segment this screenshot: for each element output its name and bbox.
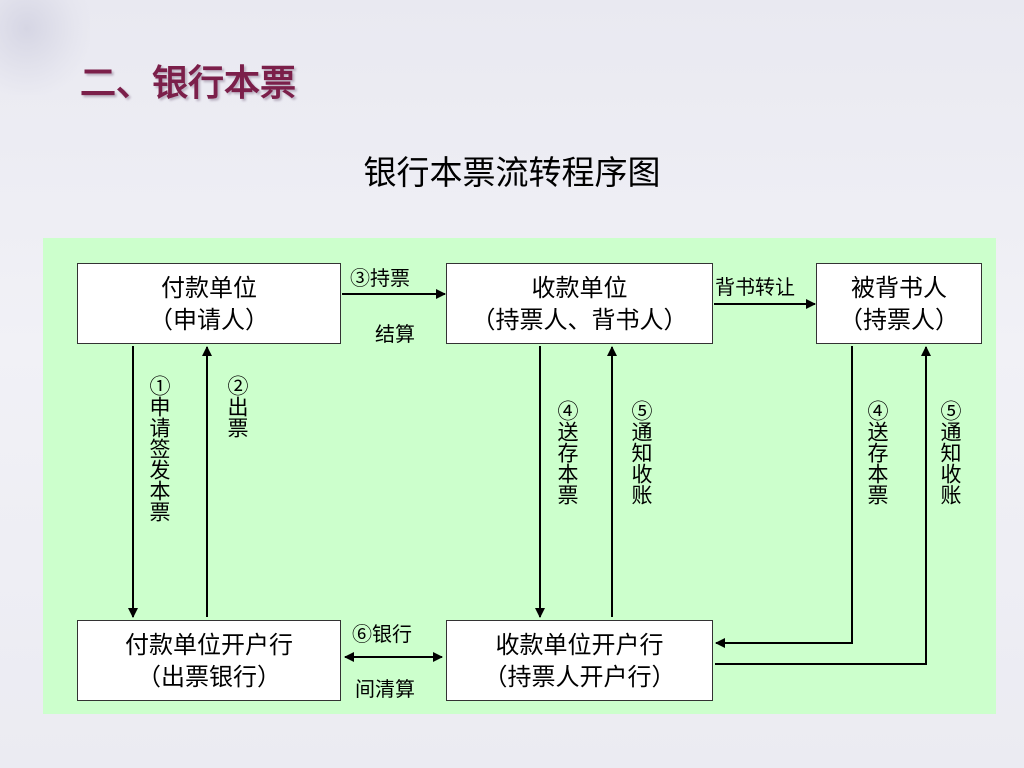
calculator-decoration (0, 0, 90, 95)
arrow-deposit-2 (715, 346, 853, 648)
node-endorsee-name: 被背书人 (851, 273, 947, 302)
node-payer-name: 付款单位 (161, 273, 257, 302)
node-payee-bank: 收款单位开户行 （持票人开户行） (446, 620, 713, 701)
diagram-title: 银行本票流转程序图 (363, 153, 661, 192)
label-issue: ②出票 (225, 375, 249, 438)
node-endorsee: 被背书人 （持票人） (816, 263, 982, 344)
node-payee-bank-name: 收款单位开户行 (495, 630, 664, 659)
node-payee-role: （持票人、背书人） (471, 305, 688, 334)
node-payer-bank-role: （出票银行） (137, 662, 281, 691)
label-apply: ①申请签发本票 (147, 375, 171, 522)
label-clearing-2: 间清算 (355, 677, 415, 701)
label-notify-1: ⑤通知收账 (629, 400, 653, 505)
label-clearing-1: ⑥银行 (352, 622, 412, 646)
label-hold-ticket: ③持票 (350, 266, 410, 290)
node-endorsee-role: （持票人） (839, 305, 959, 334)
node-payee: 收款单位 （持票人、背书人） (446, 263, 713, 344)
label-deposit-2: ④送存本票 (865, 400, 889, 505)
label-endorse: 背书转让 (715, 275, 795, 299)
label-settle: 结算 (375, 322, 415, 346)
label-notify-2: ⑤通知收账 (938, 400, 962, 505)
node-payer: 付款单位 （申请人） (77, 263, 341, 344)
node-payer-bank: 付款单位开户行 （出票银行） (77, 620, 341, 701)
label-deposit-1: ④送存本票 (555, 400, 579, 505)
arrow-notify-2 (715, 346, 931, 665)
node-payer-role: （申请人） (149, 305, 269, 334)
node-payee-bank-role: （持票人开户行） (483, 662, 676, 691)
node-payer-bank-name: 付款单位开户行 (125, 630, 293, 659)
node-payee-name: 收款单位 (531, 273, 628, 302)
slide-title: 二、银行本票 (80, 62, 297, 104)
